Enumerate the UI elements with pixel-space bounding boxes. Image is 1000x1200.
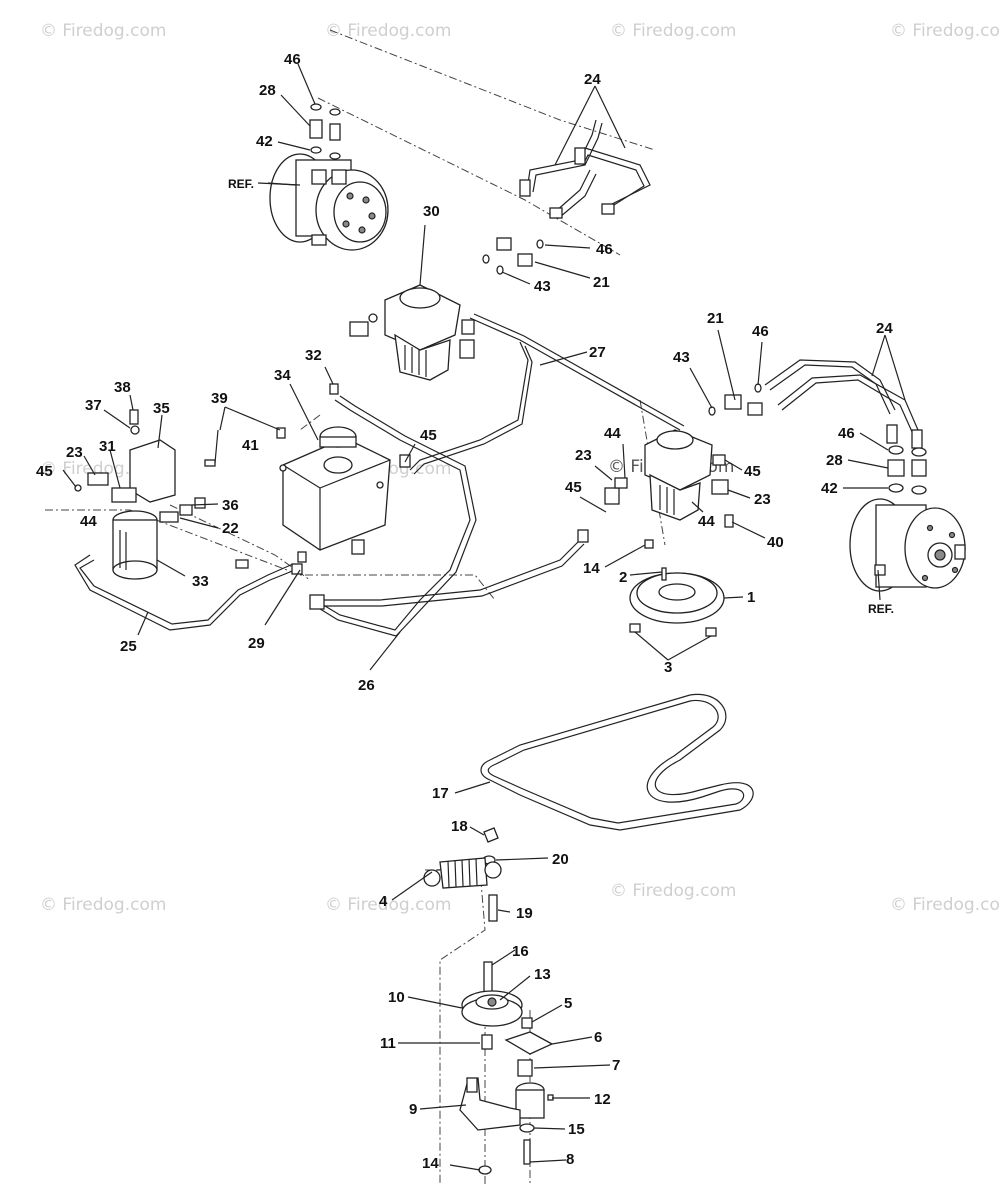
callout: 46 [596, 241, 613, 258]
callout: 46 [284, 51, 301, 68]
hydraulic-tubes-24-right [708, 359, 923, 449]
callout: 24 [876, 320, 893, 337]
callout: 25 [120, 638, 137, 655]
watermark: © Firedog.com [610, 21, 736, 41]
callout: 23 [754, 491, 771, 508]
callout: 18 [451, 818, 468, 835]
callout: 42 [256, 133, 273, 150]
hydraulic-pump-30 [349, 284, 475, 381]
idler-assembly [423, 827, 554, 1175]
callout: 8 [566, 1151, 574, 1168]
ref-label: REF. [868, 602, 894, 616]
hydraulic-hoses-center [311, 313, 685, 637]
callout: 33 [192, 573, 209, 590]
callout: 7 [612, 1057, 620, 1074]
callout-labels: 46 28 42 24 30 46 21 43 27 32 34 45 38 3… [36, 51, 894, 1172]
reservoir-34 [276, 383, 411, 563]
callout: 19 [516, 905, 533, 922]
callout: 35 [153, 400, 170, 417]
callout: 27 [589, 344, 606, 361]
callout: 13 [534, 966, 551, 983]
pulley-1 [629, 567, 725, 637]
callout: 1 [747, 589, 755, 606]
callout: 10 [388, 989, 405, 1006]
callout: 38 [114, 379, 131, 396]
callout: 42 [821, 480, 838, 497]
callout: 28 [826, 452, 843, 469]
ref-label: REF. [228, 177, 254, 191]
callout: 9 [409, 1101, 417, 1118]
callout: 44 [698, 513, 715, 530]
wheel-motor-left [267, 103, 389, 251]
callout: 44 [80, 513, 97, 530]
callout: 40 [767, 534, 784, 551]
callout: 12 [594, 1091, 611, 1108]
callout: 31 [99, 438, 116, 455]
callout: 46 [838, 425, 855, 442]
hydraulic-tubes-24-top [519, 119, 651, 219]
callout: 32 [305, 347, 322, 364]
callout: 36 [222, 497, 239, 514]
leader-lines [62, 63, 906, 1171]
callout: 4 [379, 893, 388, 910]
callout: 34 [274, 367, 291, 384]
wheel-motor-right [849, 445, 966, 592]
callout: 23 [575, 447, 592, 464]
callout: 45 [744, 463, 761, 480]
hose-25 [74, 554, 325, 631]
callout: 23 [66, 444, 83, 461]
filter-assembly [74, 409, 219, 580]
callout: 20 [552, 851, 569, 868]
watermark: © Firedog.com [610, 881, 736, 901]
callout: 37 [85, 397, 102, 414]
callout: 44 [604, 425, 621, 442]
callout: 2 [619, 569, 627, 586]
callout: 45 [420, 427, 437, 444]
callout: 22 [222, 520, 239, 537]
watermark: © Firedog.com [40, 895, 166, 915]
watermark: © Firedog.com [325, 895, 451, 915]
watermark: © Firedog.com [890, 21, 1000, 41]
callout: 30 [423, 203, 440, 220]
callout: 17 [432, 785, 449, 802]
callout: 46 [752, 323, 769, 340]
callout: 26 [358, 677, 375, 694]
callout: 16 [512, 943, 529, 960]
callout: 45 [565, 479, 582, 496]
callout: 43 [673, 349, 690, 366]
hydraulic-pump-right [577, 429, 734, 549]
callout: 45 [36, 463, 53, 480]
callout: 3 [664, 659, 672, 676]
fittings-top-center [482, 237, 544, 275]
callout: 21 [593, 274, 610, 291]
callout: 24 [584, 71, 601, 88]
callout: 14 [422, 1155, 439, 1172]
callout: 39 [211, 390, 228, 407]
callout: 5 [564, 995, 572, 1012]
callout: 15 [568, 1121, 585, 1138]
callout: 6 [594, 1029, 602, 1046]
watermark: © Firedog.com [40, 21, 166, 41]
callout: 28 [259, 82, 276, 99]
callout: 21 [707, 310, 724, 327]
callout: 43 [534, 278, 551, 295]
callout: 14 [583, 560, 600, 577]
watermark: © Firedog.com [890, 895, 1000, 915]
watermark: © Firedog.com [325, 21, 451, 41]
callout: 41 [242, 437, 259, 454]
callout: 11 [380, 1035, 396, 1052]
watermarks: © Firedog.com © Firedog.com © Firedog.co… [40, 21, 1000, 915]
callout: 29 [248, 635, 265, 652]
belt-17 [480, 693, 754, 831]
